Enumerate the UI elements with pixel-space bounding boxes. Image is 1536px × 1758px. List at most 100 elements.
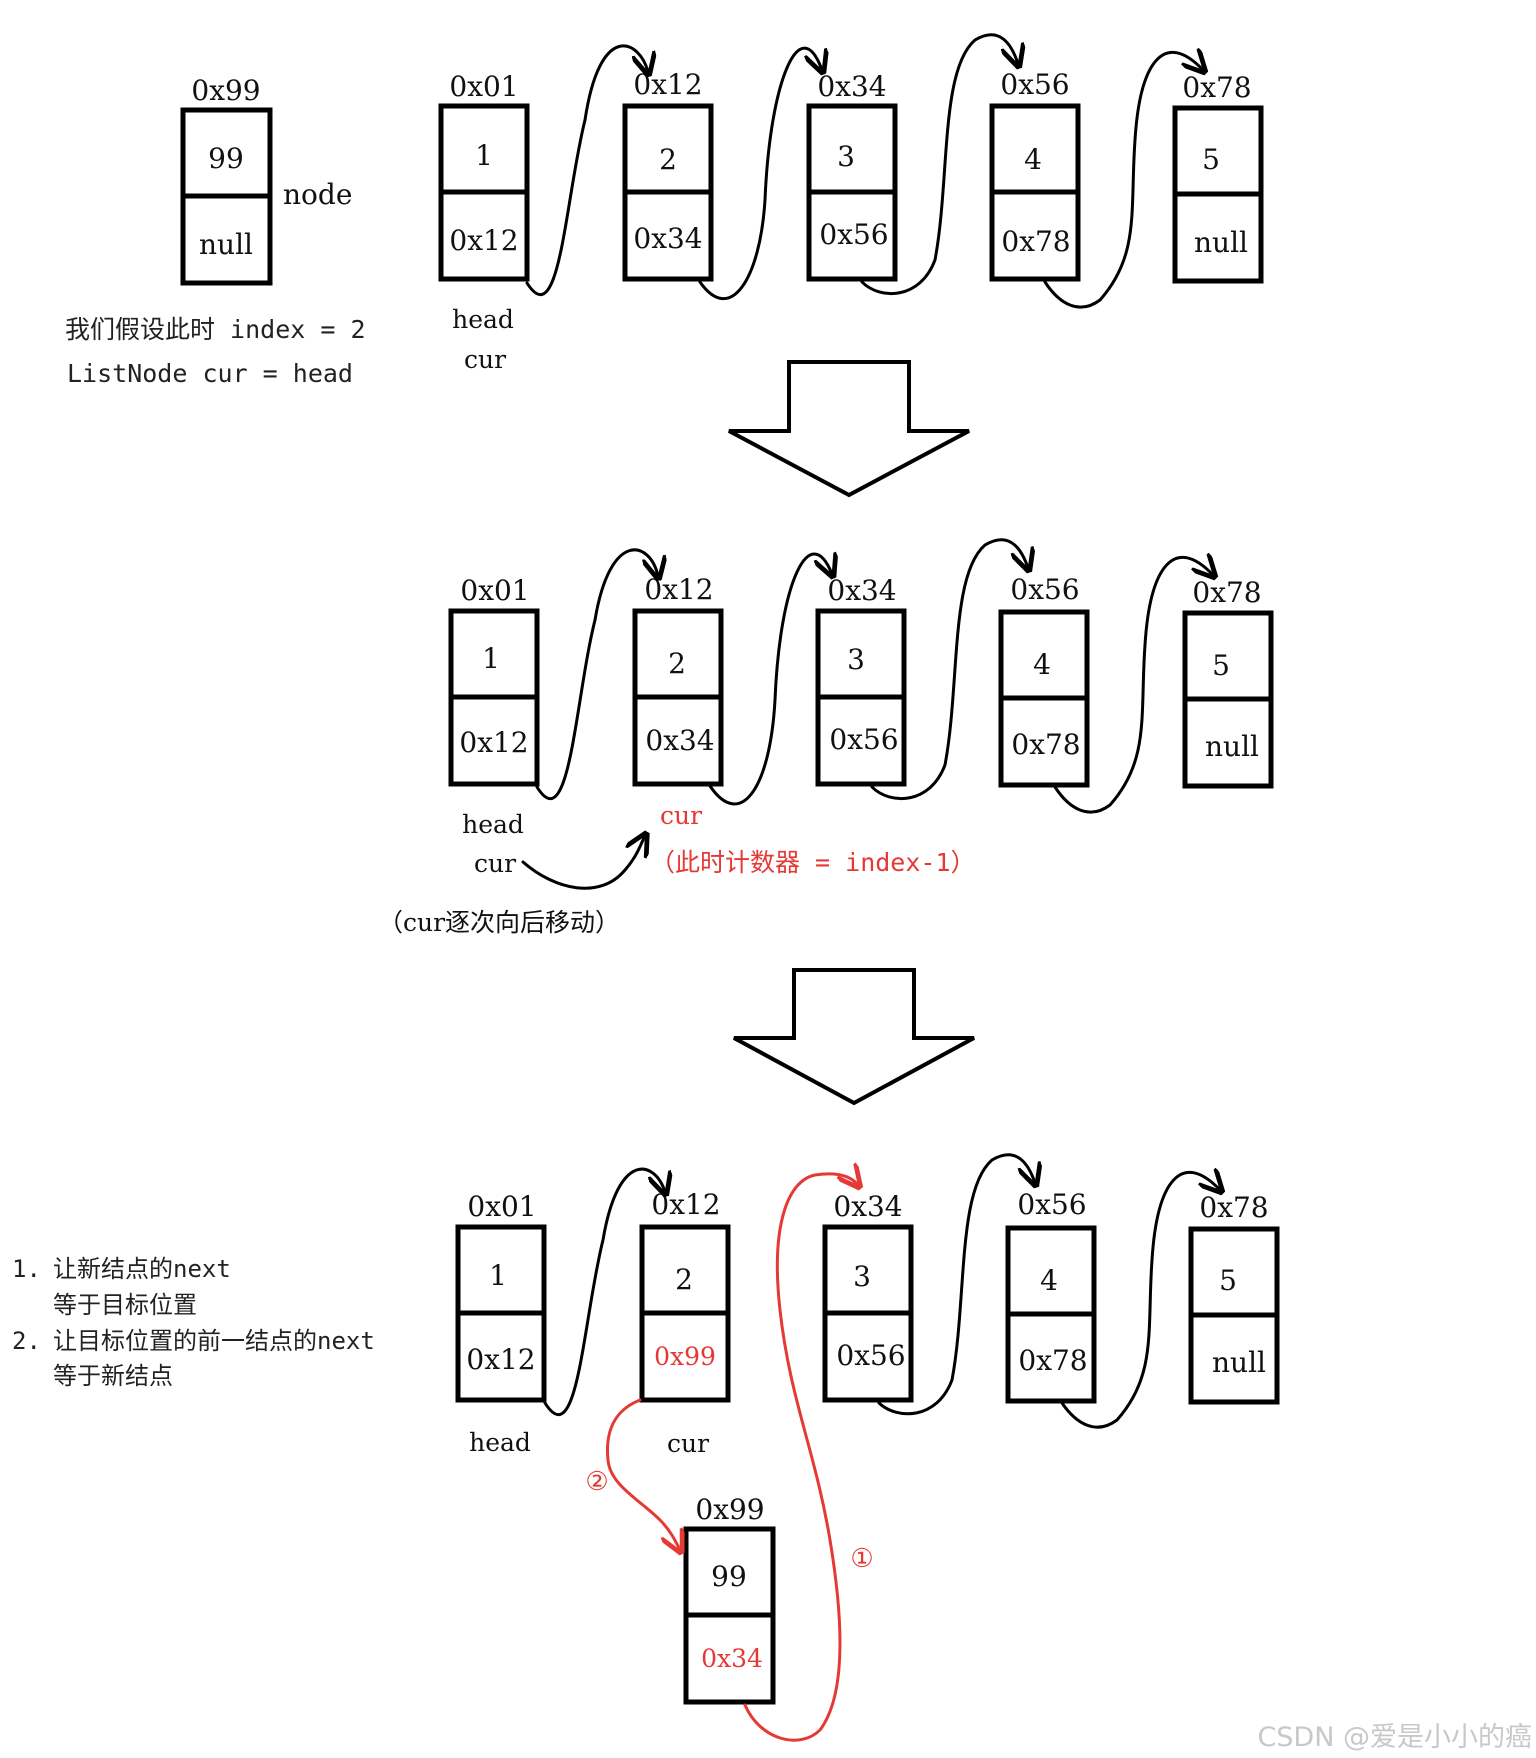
- stage3-inserted-node: 0x99 99 0x34: [683, 1493, 776, 1705]
- setup-note-index: 我们假设此时 index = 2: [65, 315, 366, 344]
- stage2-node-2: 0x12 2 0x34: [632, 573, 724, 787]
- node-value: 4: [1033, 648, 1051, 681]
- stage1-node-4: 0x56 4 0x78: [989, 68, 1081, 282]
- node-address: 0x34: [827, 574, 896, 607]
- node-value: 3: [837, 140, 855, 173]
- stage3-link-3-4: [877, 1153, 1035, 1416]
- node-address: 0x01: [460, 574, 529, 607]
- stage1-node-5: 0x78 5 null: [1172, 71, 1264, 284]
- node-address: 0x12: [633, 68, 702, 101]
- stage2-link-1-2: [535, 548, 658, 800]
- node-value: 1: [475, 139, 493, 172]
- stage2-link-4-5: [1053, 557, 1213, 814]
- stage1-list: 0x01 1 0x12 0x12 2 0x34 0x34 3 0x56 0x56…: [438, 33, 1264, 374]
- stage2-node-1: 0x01 1 0x12: [448, 574, 540, 787]
- stage1-link-4-5: [1043, 52, 1203, 309]
- stage1-link-2-3: [698, 46, 822, 301]
- stage2-link-2-3: [708, 554, 832, 806]
- stage-transition-arrow-1: [728, 360, 970, 498]
- new-node-value: 99: [208, 142, 244, 175]
- stage1-node-1: 0x01 1 0x12: [438, 70, 530, 282]
- step1-link-arrow: [743, 1174, 858, 1742]
- step-1-line-2: 等于目标位置: [53, 1291, 197, 1319]
- new-node-next: null: [199, 228, 253, 261]
- step-2-line-1: 让目标位置的前一结点的next: [53, 1327, 375, 1355]
- stage3-head-label: head: [469, 1428, 531, 1457]
- node-address: 0x78: [1192, 576, 1261, 609]
- stage2-node-3: 0x34 3 0x56: [815, 574, 907, 787]
- node-next: null: [1212, 1346, 1266, 1379]
- node-address: 0x78: [1199, 1191, 1268, 1224]
- step2-link-arrow: [605, 1398, 680, 1550]
- stage3-list: 0x01 1 0x12 0x12 2 0x99 0x34 3 0x56 0x56…: [455, 1153, 1280, 1742]
- cur-move-arrow: [521, 836, 645, 890]
- node-value: 1: [489, 1259, 507, 1292]
- node-address: 0x01: [449, 70, 518, 103]
- node-address: 0x56: [1000, 68, 1069, 101]
- node-address: 0x56: [1017, 1188, 1086, 1221]
- stage3-node-2: 0x12 2 0x99: [639, 1188, 731, 1403]
- stage3-cur-label: cur: [667, 1429, 709, 1458]
- node-value: 2: [659, 143, 677, 176]
- node-value: 2: [675, 1263, 693, 1296]
- node-next: 0x34: [633, 222, 702, 255]
- node-address: 0x34: [817, 70, 886, 103]
- step-1-number: 1.: [12, 1255, 41, 1283]
- node-next: 0x56: [819, 218, 888, 251]
- node-next: 0x34: [645, 724, 714, 757]
- stage1-head-label: head: [452, 305, 514, 334]
- inserted-node-address: 0x99: [695, 1493, 764, 1526]
- node-value: 4: [1040, 1264, 1058, 1297]
- node-next: 0x12: [459, 726, 528, 759]
- node-value: 3: [847, 643, 865, 676]
- stage3-node-4: 0x56 4 0x78: [1005, 1188, 1097, 1404]
- node-value: 5: [1219, 1264, 1237, 1297]
- step-marker-1: ①: [850, 1544, 873, 1574]
- node-value: 5: [1202, 143, 1220, 176]
- stage1-link-3-4: [860, 33, 1018, 295]
- stage3-node-5: 0x78 5 null: [1188, 1191, 1280, 1405]
- inserted-node-next: 0x34: [701, 1644, 763, 1673]
- stage3-node-1: 0x01 1 0x12: [455, 1190, 547, 1403]
- node-next: null: [1205, 730, 1259, 763]
- stage2-cur-label-start: cur: [474, 849, 516, 878]
- node-address: 0x78: [1182, 71, 1251, 104]
- stage-transition-arrow-2: [733, 968, 975, 1106]
- node-address: 0x12: [644, 573, 713, 606]
- node-address: 0x12: [651, 1188, 720, 1221]
- stage2-head-label: head: [462, 810, 524, 839]
- stage2-node-5: 0x78 5 null: [1182, 576, 1274, 789]
- node-next: 0x78: [1001, 225, 1070, 258]
- step-2-line-2: 等于新结点: [53, 1362, 173, 1390]
- node-next: 0x12: [466, 1343, 535, 1376]
- setup-note-cur: ListNode cur = head: [67, 359, 353, 388]
- cur-move-note: （cur逐次向后移动）: [378, 908, 620, 937]
- step-2-number: 2.: [12, 1327, 41, 1355]
- stage2-cur-label-moved: cur: [660, 801, 702, 830]
- node-next: null: [1194, 226, 1248, 259]
- stage1-node-3: 0x34 3 0x56: [806, 70, 898, 282]
- stage2-node-4: 0x56 4 0x78: [998, 573, 1090, 788]
- node-next: 0x56: [829, 723, 898, 756]
- counter-note: （此时计数器 = index-1）: [650, 848, 976, 877]
- step-marker-2: ②: [585, 1467, 608, 1497]
- new-node-next-cell: [180, 193, 273, 286]
- node-value: 2: [668, 647, 686, 680]
- node-address: 0x56: [1010, 573, 1079, 606]
- steps-list: 1. 让新结点的next 等于目标位置 2. 让目标位置的前一结点的next 等…: [12, 1255, 375, 1390]
- stage2-list: 0x01 1 0x12 0x12 2 0x34 0x34 3 0x56 0x56…: [378, 538, 1274, 937]
- node-value: 3: [853, 1260, 871, 1293]
- stage1-cur-label: cur: [464, 345, 506, 374]
- node-address: 0x01: [467, 1190, 536, 1223]
- watermark: CSDN @爱是小小的癌: [1257, 1722, 1532, 1753]
- stage3-node-3: 0x34 3 0x56: [822, 1190, 914, 1403]
- stage3-link-1-2: [543, 1167, 665, 1416]
- step-1-line-1: 让新结点的next: [53, 1255, 231, 1283]
- node-next-updated: 0x99: [654, 1342, 716, 1371]
- node-next: 0x78: [1018, 1344, 1087, 1377]
- stage1-link-1-2: [525, 44, 648, 296]
- node-next: 0x56: [836, 1339, 905, 1372]
- node-value: 5: [1212, 649, 1230, 682]
- stage2-link-3-4: [870, 538, 1028, 800]
